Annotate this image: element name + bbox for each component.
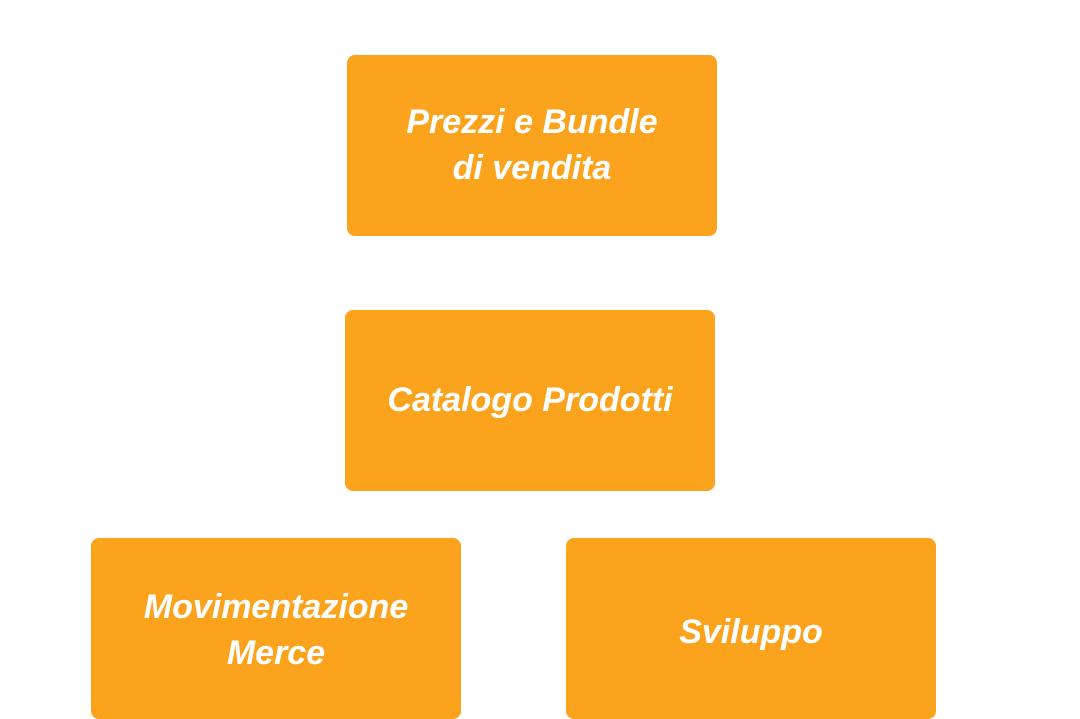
node-label: Sviluppo (679, 613, 823, 651)
node-label: Prezzi e Bundle di vendita (406, 102, 658, 187)
node-sviluppo: Sviluppo (566, 538, 936, 719)
node-label: Catalogo Prodotti (387, 380, 673, 419)
node-catalogo-prodotti: Catalogo Prodotti (345, 310, 715, 491)
node-label: Movimentazione Merce (143, 588, 409, 672)
node-movimentazione-merce: Movimentazione Merce (91, 538, 461, 719)
node-prezzi-bundle: Prezzi e Bundle di vendita (347, 55, 717, 236)
